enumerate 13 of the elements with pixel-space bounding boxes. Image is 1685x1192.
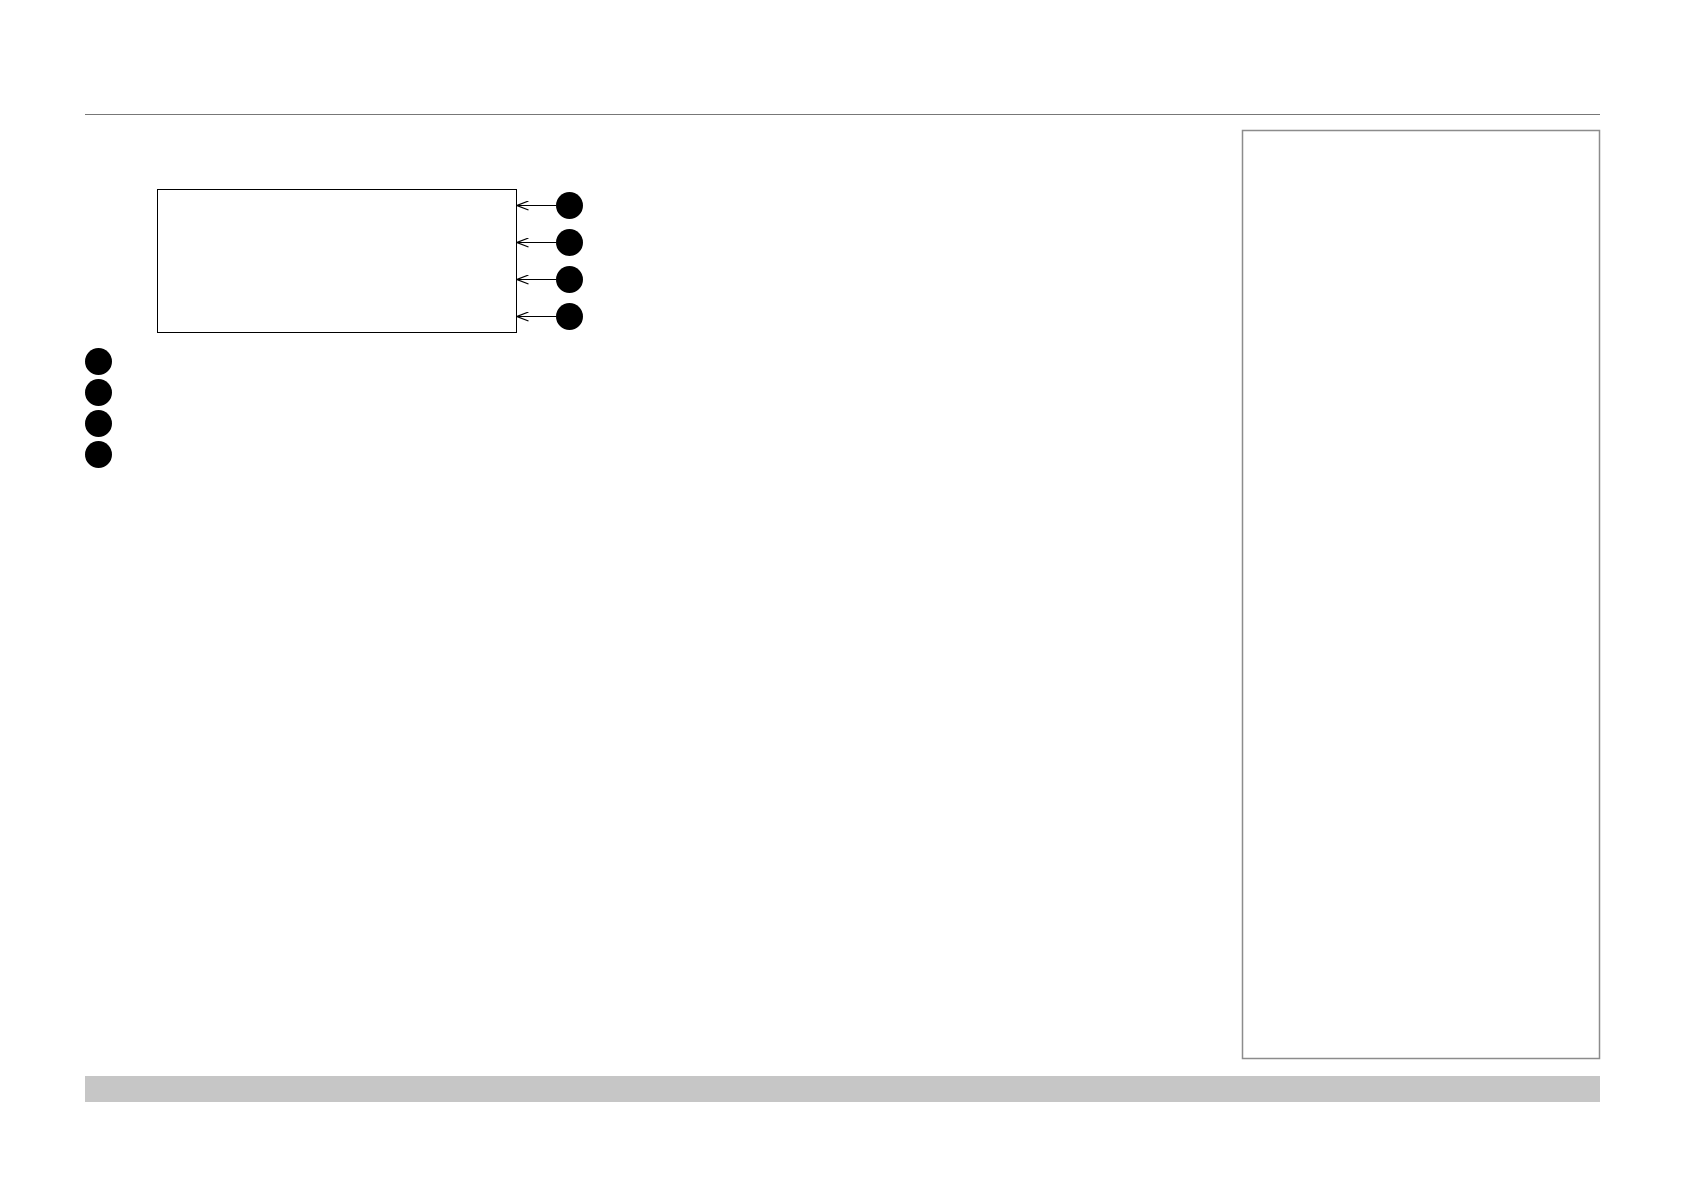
arrow [516,311,557,322]
callout-circle [556,303,583,330]
callout-circle [556,192,583,219]
display-box [157,189,517,333]
arrow [516,274,557,285]
arrow [516,237,557,248]
callout-circle [85,348,112,375]
callout-circle [85,441,112,468]
callout-circle [556,266,583,293]
arrow [516,200,557,211]
callout-circle [556,229,583,256]
callout-circle [85,379,112,406]
callout-circle [85,410,112,437]
